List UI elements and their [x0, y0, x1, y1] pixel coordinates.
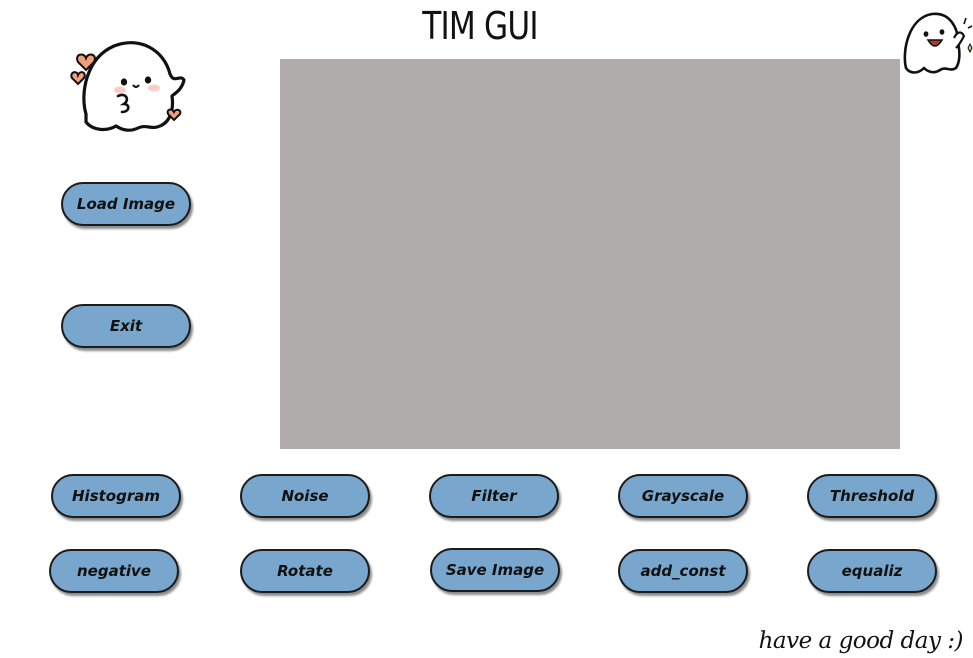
save-image-button[interactable]: Save Image: [430, 548, 560, 592]
ghost-with-hearts-icon: [70, 41, 186, 132]
equaliz-button[interactable]: equaliz: [807, 549, 937, 593]
load-image-button[interactable]: Load Image: [61, 182, 191, 226]
histogram-button[interactable]: Histogram: [51, 474, 181, 518]
footer-message: have a good day :): [758, 628, 964, 654]
negative-button[interactable]: negative: [49, 549, 179, 593]
add-const-button[interactable]: add_const: [618, 549, 748, 593]
noise-button[interactable]: Noise: [240, 474, 370, 518]
grayscale-button[interactable]: Grayscale: [618, 474, 748, 518]
image-canvas: [280, 59, 900, 449]
app-title: TIM GUI: [422, 4, 538, 48]
threshold-button[interactable]: Threshold: [807, 474, 937, 518]
ghost-waving-icon: [903, 12, 973, 74]
exit-button[interactable]: Exit: [61, 304, 191, 348]
filter-button[interactable]: Filter: [429, 474, 559, 518]
rotate-button[interactable]: Rotate: [240, 549, 370, 593]
